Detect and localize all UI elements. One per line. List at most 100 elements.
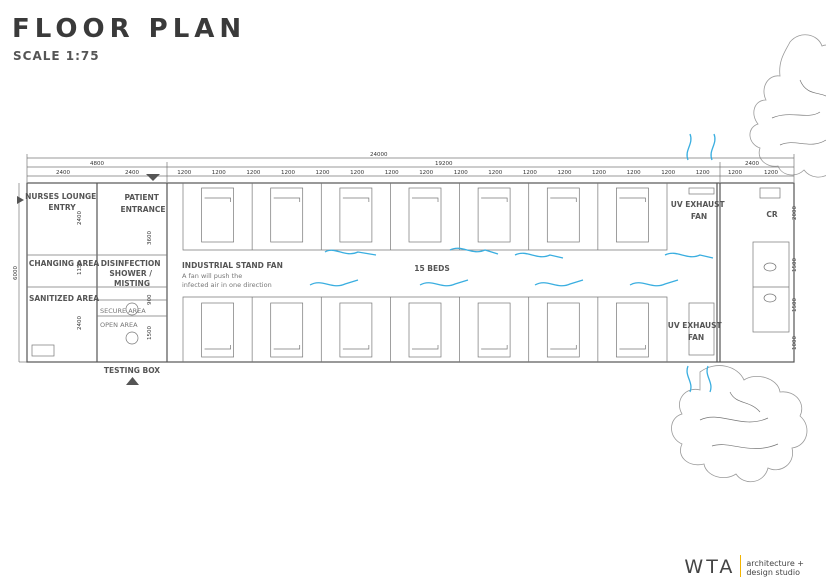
dim-mid-vertical: 1500	[147, 326, 153, 340]
room-patient-entrance: PATIENT ENTRANCE	[121, 193, 166, 214]
room-nurses-lounge: NURSES LOUNGE ENTRY	[25, 192, 99, 212]
bed-blanket	[273, 345, 301, 350]
bed	[201, 302, 234, 358]
dim-left-vertical: 2400	[77, 211, 83, 225]
label-uv-fan-top: UV EXHAUST FAN	[671, 200, 728, 221]
tree-top-right	[749, 34, 826, 178]
dim-right-vertical: 1500	[792, 258, 798, 272]
bed	[408, 187, 442, 243]
label-cr: CR	[766, 210, 778, 219]
dim-bay: 1200	[246, 170, 260, 176]
dim-right-cell: 1200	[728, 170, 742, 176]
room-changing-area: CHANGING AREA	[29, 259, 100, 268]
bed-blanket	[619, 197, 646, 202]
tree-bottom-right	[671, 365, 808, 482]
dim-right-vertical: 2000	[792, 206, 798, 220]
cr-fixtures	[31, 187, 790, 357]
bed-blanket	[619, 345, 646, 350]
dim-right-cell: 1200	[764, 170, 778, 176]
dim-bay: 1200	[661, 170, 675, 176]
dim-bay: 1200	[627, 170, 641, 176]
dim-bay: 1200	[177, 170, 191, 176]
note-fan-2: infected air in one direction	[182, 281, 272, 289]
bed	[616, 187, 649, 243]
scale-label: SCALE 1:75	[13, 49, 100, 63]
room-open-area: OPEN AREA	[100, 321, 138, 329]
logo-accent-bar	[740, 555, 742, 577]
uv-exhaust-fan-bottom	[688, 302, 715, 356]
bed	[546, 302, 580, 358]
bed	[201, 187, 234, 243]
dim-overall: 24000	[370, 152, 388, 158]
room-nurses-lounge-line2: ENTRY	[48, 203, 76, 212]
bed-blanket	[342, 345, 370, 350]
bed-blanket	[412, 197, 439, 202]
bed	[477, 187, 511, 243]
logo-line-2: design studio	[746, 568, 800, 577]
dim-bay: 1200	[696, 170, 710, 176]
bed-blanket	[481, 345, 508, 350]
dim-mid-vertical: 3600	[147, 231, 153, 245]
bed-blanket	[273, 197, 301, 202]
label-testing-box: TESTING BOX	[104, 366, 160, 375]
dim-left-block: 4800	[90, 161, 104, 167]
patient-entry-arrow-icon	[146, 174, 160, 181]
dim-mid-vertical: 900	[147, 294, 153, 305]
label-uv-fan-bottom: UV EXHAUST FAN	[668, 321, 725, 342]
room-secure-area: SECURE AREA	[100, 307, 146, 315]
label-industrial-fan: INDUSTRIAL STAND FAN	[182, 261, 283, 270]
dim-bay: 1200	[212, 170, 226, 176]
dim-left-cell: 2400	[125, 170, 139, 176]
bed-blanket	[204, 345, 231, 350]
bed-blanket	[204, 197, 231, 202]
dim-bay: 1200	[316, 170, 330, 176]
building-walls	[26, 182, 795, 363]
page-title: FLOOR PLAN	[12, 14, 247, 44]
dim-bay: 1200	[592, 170, 606, 176]
dim-bay: 1200	[385, 170, 399, 176]
bed	[477, 302, 511, 358]
dimension-lines	[18, 154, 795, 363]
bed	[339, 187, 373, 243]
bed-blanket	[342, 197, 370, 202]
dim-bay: 1200	[523, 170, 537, 176]
dim-bay: 1200	[350, 170, 364, 176]
bed	[408, 302, 442, 358]
dim-right-vertical: 1000	[792, 336, 798, 350]
bed-blanket	[550, 345, 577, 350]
testing-box-arrow-icon	[126, 377, 139, 385]
airflow-arrows	[309, 133, 716, 393]
dim-left-cell: 2400	[56, 170, 70, 176]
dim-middle-block: 19200	[435, 161, 453, 167]
dim-right-block: 2400	[745, 161, 759, 167]
note-fan-1: A fan will push the	[182, 272, 242, 280]
bed	[270, 187, 304, 243]
bed	[270, 302, 304, 358]
dim-bay: 1200	[281, 170, 295, 176]
dim-bay: 1200	[454, 170, 468, 176]
logo-line-1: architecture +	[746, 559, 804, 568]
uv-exhaust-fan-top	[688, 187, 715, 195]
room-disinfection: DISINFECTION SHOWER / MISTING	[101, 259, 163, 288]
logo-mark: WTA	[684, 556, 736, 578]
studio-logo: WTA architecture + design studio	[684, 555, 804, 577]
label-beds: 15 BEDS	[414, 264, 450, 273]
dim-height: 6000	[13, 266, 19, 280]
bed-cubicles	[182, 183, 668, 362]
dim-bay: 1200	[488, 170, 502, 176]
bed	[339, 302, 373, 358]
bed-blanket	[550, 197, 577, 202]
bed-blanket	[481, 197, 508, 202]
entry-arrow-icon	[17, 196, 24, 204]
dim-left-vertical: 2400	[77, 316, 83, 330]
room-nurses-lounge-line1: NURSES LOUNGE	[25, 192, 96, 201]
logo-text: architecture + design studio	[746, 559, 804, 577]
bed-blanket	[412, 345, 439, 350]
dim-left-vertical: 1150	[77, 261, 83, 275]
bed	[546, 187, 580, 243]
dim-bay: 1200	[558, 170, 572, 176]
dim-right-vertical: 1500	[792, 298, 798, 312]
room-sanitized-area: SANITIZED AREA	[29, 294, 99, 303]
dim-bay: 1200	[419, 170, 433, 176]
